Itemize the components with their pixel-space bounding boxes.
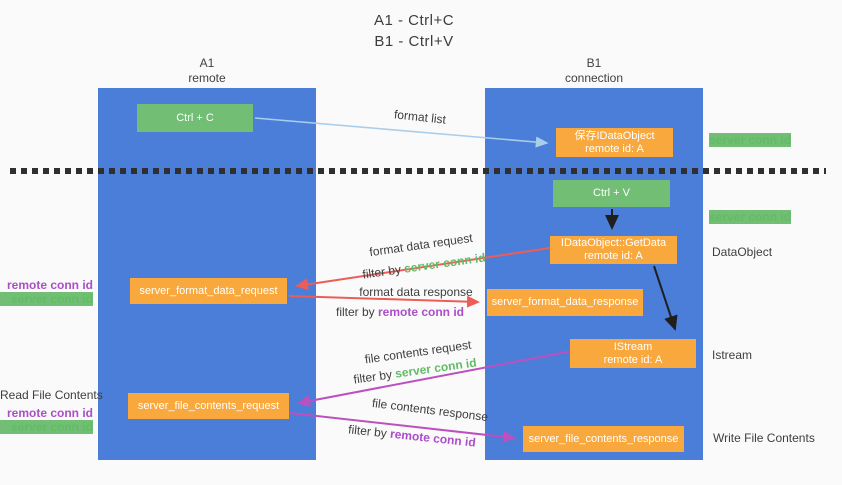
ctrl-v-label: Ctrl + V (593, 187, 630, 199)
right-server-conn-id-label-1: server conn id (709, 133, 792, 147)
diagram-title-line1: A1 - Ctrl+C (373, 12, 455, 29)
istream-line1: IStream (613, 340, 653, 353)
lane-b1-role: connection (564, 71, 624, 85)
left-remote-conn-id-label-2: remote conn id (6, 406, 93, 420)
lane-header-b1: B1 connection (485, 56, 703, 86)
server-format-data-request-box: server_format_data_request (130, 278, 287, 304)
file-contents-response-flow-label: file contents response (371, 395, 489, 425)
write-file-contents-annotation: Write File Contents (713, 431, 815, 445)
remote-conn-id-text: remote conn id (389, 426, 477, 450)
server-format-data-response-box: server_format_data_response (487, 289, 643, 316)
file-response-label: server_file_contents_response (528, 432, 679, 445)
lane-header-a1: A1 remote (98, 56, 316, 86)
lane-a1-role: remote (188, 71, 226, 85)
file-request-label: server_file_contents_request (137, 399, 280, 412)
server-file-contents-request-box: server_file_contents_request (128, 393, 289, 419)
lane-a1-name: A1 (199, 56, 215, 70)
save-idataobject-line1: 保存IDataObject (574, 129, 655, 142)
filter-by-remote-conn-id-label-2: filter by remote conn id (348, 422, 477, 449)
dataobject-annotation: DataObject (712, 245, 773, 259)
diagram-title-line2: B1 - Ctrl+V (374, 33, 454, 50)
save-idataobject-line2: remote id: A (585, 142, 644, 155)
server-conn-id-text: server conn id (403, 250, 487, 276)
filter-by-text: filter by (361, 261, 406, 282)
server-file-contents-response-box: server_file_contents_response (523, 426, 684, 452)
ctrl-c-label: Ctrl + C (176, 111, 214, 124)
format-response-label: server_format_data_response (491, 296, 639, 308)
ctrl-c-keypress-box: Ctrl + C (137, 104, 253, 132)
lane-b1-name: B1 (586, 56, 602, 70)
format-request-label: server_format_data_request (139, 284, 278, 297)
right-server-conn-id-label-2: server conn id (709, 210, 792, 224)
format-data-response-flow-label: format data response (359, 285, 473, 299)
filter-by-text: filter by (347, 422, 391, 441)
filter-by-text: filter by (335, 305, 378, 319)
idataobject-getdata-box: IDataObject::GetData remote id: A (550, 236, 677, 264)
phase-separator-dotted-line (10, 168, 826, 174)
istream-annotation: Istream (712, 348, 753, 362)
left-server-conn-id-label-1: server conn id (0, 292, 93, 306)
read-file-contents-annotation: Read File Contents (0, 388, 103, 402)
istream-box: IStream remote id: A (570, 339, 696, 368)
filter-by-remote-conn-id-label-1: filter by remote conn id (336, 305, 464, 319)
ctrl-v-keypress-box: Ctrl + V (553, 180, 670, 207)
istream-line2: remote id: A (603, 353, 663, 366)
left-remote-conn-id-label-1: remote conn id (6, 278, 93, 292)
format-list-flow-label: format list (393, 107, 447, 127)
getdata-line2: remote id: A (584, 250, 643, 262)
remote-conn-id-text: remote conn id (378, 305, 465, 319)
getdata-line1: IDataObject::GetData (560, 237, 667, 249)
save-idataobject-box: 保存IDataObject remote id: A (556, 128, 673, 157)
left-server-conn-id-label-2: server conn id (0, 420, 93, 434)
filter-by-text: filter by (352, 366, 397, 387)
